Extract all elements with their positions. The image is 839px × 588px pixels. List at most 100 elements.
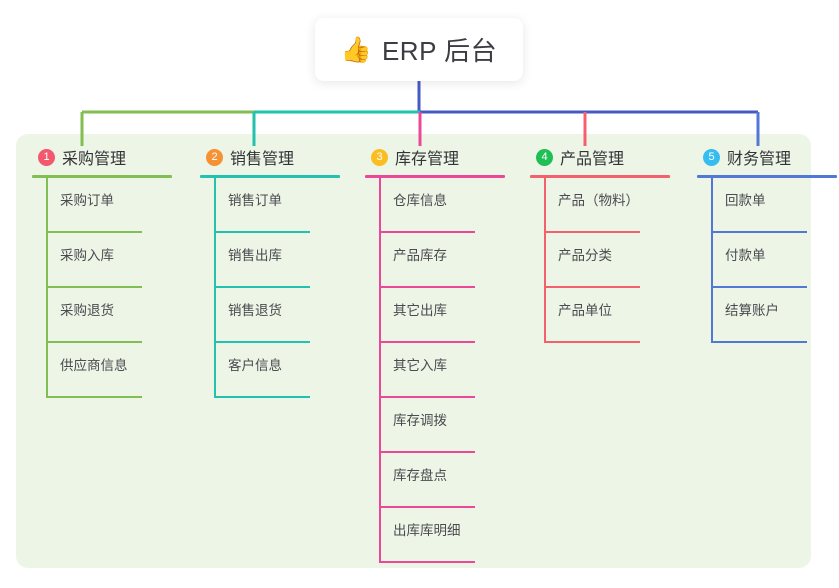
item-underline xyxy=(544,231,640,233)
menu-item-label: 销售退货 xyxy=(228,302,282,318)
column-title: 销售管理 xyxy=(230,151,295,168)
column-accent-rule xyxy=(365,175,505,178)
column-title: 财务管理 xyxy=(727,151,792,168)
menu-item[interactable]: 采购入库 xyxy=(46,233,182,288)
column-header-5[interactable]: 5 财务管理 xyxy=(697,144,839,170)
menu-item[interactable]: 库存调拨 xyxy=(379,398,515,453)
item-spine xyxy=(544,178,546,233)
menu-item-label: 采购退货 xyxy=(60,302,114,318)
item-spine xyxy=(46,288,48,343)
root-node-erp-backend[interactable]: 👍 ERP 后台 xyxy=(315,18,523,81)
column-5: 5 财务管理回款单付款单结算账户 xyxy=(697,144,839,343)
thumbs-up-icon: 👍 xyxy=(340,35,372,64)
column-items: 仓库信息产品库存其它出库其它入库库存调拨库存盘点出库库明细 xyxy=(365,178,515,563)
item-spine xyxy=(379,343,381,398)
menu-item[interactable]: 采购订单 xyxy=(46,178,182,233)
menu-item[interactable]: 产品分类 xyxy=(544,233,680,288)
item-underline xyxy=(214,341,310,343)
column-number-badge: 3 xyxy=(371,148,388,166)
item-spine xyxy=(379,288,381,343)
item-underline xyxy=(379,286,475,288)
menu-item[interactable]: 库存盘点 xyxy=(379,453,515,508)
column-header-4[interactable]: 4 产品管理 xyxy=(530,144,680,170)
menu-item[interactable]: 产品库存 xyxy=(379,233,515,288)
column-number-badge: 1 xyxy=(38,148,55,166)
menu-item-label: 回款单 xyxy=(725,192,766,208)
item-spine xyxy=(379,508,381,563)
item-underline xyxy=(544,286,640,288)
menu-item[interactable]: 销售退货 xyxy=(214,288,350,343)
item-underline xyxy=(379,451,475,453)
root-node-title: ERP 后台 xyxy=(381,36,498,66)
menu-item[interactable]: 销售订单 xyxy=(214,178,350,233)
item-spine xyxy=(46,178,48,233)
menu-item[interactable]: 付款单 xyxy=(711,233,839,288)
column-3: 3 库存管理仓库信息产品库存其它出库其它入库库存调拨库存盘点出库库明细 xyxy=(365,144,515,563)
menu-item-label: 仓库信息 xyxy=(393,192,447,208)
item-spine xyxy=(46,233,48,288)
item-spine xyxy=(379,453,381,508)
item-spine xyxy=(214,343,216,398)
item-spine xyxy=(544,233,546,288)
item-underline xyxy=(379,506,475,508)
item-underline xyxy=(379,341,475,343)
menu-item[interactable]: 结算账户 xyxy=(711,288,839,343)
item-spine xyxy=(379,398,381,453)
item-underline xyxy=(379,561,475,563)
column-number-badge: 5 xyxy=(703,148,720,166)
column-accent-rule xyxy=(200,175,340,178)
column-items: 产品（物料） 产品分类产品单位 xyxy=(530,178,680,343)
column-number-badge: 4 xyxy=(536,148,553,166)
menu-item-label: 产品（物料） xyxy=(558,192,639,208)
item-underline xyxy=(214,231,310,233)
menu-item[interactable]: 回款单 xyxy=(711,178,839,233)
item-underline xyxy=(379,396,475,398)
menu-item[interactable]: 供应商信息 xyxy=(46,343,182,398)
menu-item[interactable]: 其它入库 xyxy=(379,343,515,398)
column-items: 回款单付款单结算账户 xyxy=(697,178,839,343)
menu-item-label: 产品单位 xyxy=(558,302,612,318)
menu-item[interactable]: 出库库明细 xyxy=(379,508,515,563)
item-underline xyxy=(46,396,142,398)
column-accent-rule xyxy=(530,175,670,178)
menu-item-label: 出库库明细 xyxy=(393,522,461,538)
item-spine xyxy=(711,178,713,233)
menu-item-label: 产品库存 xyxy=(393,247,447,263)
menu-item[interactable]: 产品（物料） xyxy=(544,178,680,233)
item-underline xyxy=(544,341,640,343)
item-underline xyxy=(46,286,142,288)
menu-item-label: 供应商信息 xyxy=(60,357,128,373)
menu-item-label: 其它入库 xyxy=(393,357,447,373)
menu-item[interactable]: 采购退货 xyxy=(46,288,182,343)
item-underline xyxy=(214,396,310,398)
menu-item-label: 库存盘点 xyxy=(393,467,447,483)
menu-item-label: 其它出库 xyxy=(393,302,447,318)
item-spine xyxy=(214,178,216,233)
item-spine xyxy=(214,233,216,288)
column-accent-rule xyxy=(32,175,172,178)
menu-item[interactable]: 销售出库 xyxy=(214,233,350,288)
menu-item-label: 结算账户 xyxy=(725,302,779,318)
column-title: 产品管理 xyxy=(560,151,625,168)
item-underline xyxy=(46,231,142,233)
item-underline xyxy=(46,341,142,343)
menu-item[interactable]: 客户信息 xyxy=(214,343,350,398)
item-spine xyxy=(711,288,713,343)
menu-item[interactable]: 仓库信息 xyxy=(379,178,515,233)
column-header-3[interactable]: 3 库存管理 xyxy=(365,144,515,170)
menu-item[interactable]: 产品单位 xyxy=(544,288,680,343)
menu-item-label: 采购订单 xyxy=(60,192,114,208)
item-spine xyxy=(46,343,48,398)
menu-item-label: 销售出库 xyxy=(228,247,282,263)
column-title: 库存管理 xyxy=(395,151,460,168)
menu-item[interactable]: 其它出库 xyxy=(379,288,515,343)
item-underline xyxy=(379,231,475,233)
menu-item-label: 销售订单 xyxy=(228,192,282,208)
menu-item-label: 采购入库 xyxy=(60,247,114,263)
item-spine xyxy=(214,288,216,343)
